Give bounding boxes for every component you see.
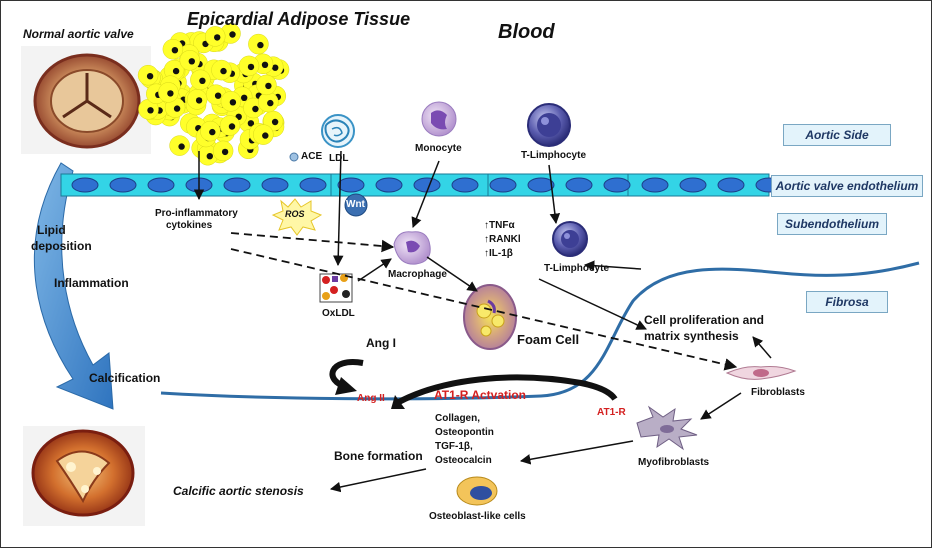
- oxldl-cluster: [319, 273, 353, 303]
- adipose-tissue-cluster: [137, 23, 290, 166]
- adipocyte: [253, 124, 274, 145]
- fibrosa-box: Fibrosa: [806, 291, 888, 313]
- cytokines-label: cytokines: [166, 220, 213, 231]
- ldl-particle: [321, 114, 355, 148]
- adipocyte: [212, 140, 234, 162]
- ang1-label: Ang I: [366, 336, 396, 350]
- fibrosa-boundary: [160, 261, 920, 401]
- t-lymph-top-label: T-Limphocyte: [521, 150, 587, 161]
- adipocyte: [190, 69, 211, 91]
- t-lymphocyte-tissue: [552, 221, 588, 257]
- calcific-stenosis-label: Calcific aortic stenosis: [173, 484, 304, 498]
- adipocyte: [169, 135, 190, 156]
- adipocyte: [138, 99, 159, 120]
- macrophage-label: Macrophage: [388, 269, 447, 280]
- monocyte-cell: [421, 101, 457, 137]
- eat-title: Epicardial Adipose Tissue: [187, 9, 411, 29]
- calcific-valve-image: [23, 426, 145, 526]
- subendothelium-box: Subendothelium: [777, 213, 887, 235]
- endothelium-box: Aortic valve endothelium: [771, 175, 923, 197]
- ros-burst: [271, 198, 323, 236]
- adipocyte: [211, 59, 232, 81]
- deposition-label: deposition: [31, 239, 92, 253]
- oxldl-label: OxLDL: [322, 308, 355, 319]
- normal-valve-image: [21, 46, 151, 154]
- progression-arrow: [33, 162, 114, 410]
- osteocalcin-label: Osteocalcin: [435, 455, 492, 466]
- adipocyte: [158, 82, 179, 103]
- endothelial-cell: [489, 177, 517, 193]
- wnt-label: Wnt: [346, 199, 365, 210]
- adipocyte: [256, 74, 277, 96]
- adipocyte: [162, 38, 184, 60]
- inflammation-label: Inflammation: [54, 276, 129, 290]
- ace-label: ACE: [301, 151, 323, 162]
- osteopontin-label: Osteopontin: [435, 427, 494, 438]
- adipocyte: [200, 120, 221, 142]
- osteoblast-cell: [456, 476, 498, 506]
- lipid-label: Lipid: [37, 223, 66, 237]
- blood-label: Blood: [498, 21, 555, 43]
- adipocyte: [186, 89, 208, 110]
- adipocyte: [204, 26, 226, 47]
- adipocyte: [258, 91, 279, 113]
- endothelial-cell: [641, 177, 669, 193]
- osteoblast-label: Osteoblast-like cells: [429, 511, 526, 522]
- collagen-label: Collagen,: [435, 413, 481, 424]
- il1b-label: ↑IL-1β: [484, 248, 513, 259]
- proinflammatory-label: Pro-inflammatory: [155, 208, 238, 219]
- endothelial-cell: [451, 177, 479, 193]
- t-lymphocyte-blood: [527, 103, 571, 147]
- monocyte-label: Monocyte: [415, 143, 462, 154]
- calcification-label: Calcification: [89, 371, 161, 385]
- macrophage-cell: [393, 231, 431, 265]
- fibroblasts-label: Fibroblasts: [751, 387, 805, 398]
- endothelial-cell: [337, 177, 365, 193]
- adipocyte: [179, 50, 201, 71]
- adipocyte: [238, 55, 260, 77]
- ros-label: ROS: [285, 209, 305, 219]
- endothelial-cell: [565, 177, 593, 193]
- fibroblast-cell: [725, 366, 797, 380]
- foam-cell-label: Foam Cell: [517, 332, 580, 347]
- ldl-label: LDL: [329, 153, 349, 164]
- adipocyte: [220, 23, 241, 44]
- wnt-molecule: [344, 193, 368, 217]
- endothelial-cell: [147, 177, 175, 193]
- foam-cell: [463, 284, 517, 350]
- endothelium-band: [60, 173, 783, 197]
- endothelial-cell: [527, 177, 555, 193]
- ang2-label: Ang II: [357, 393, 385, 404]
- adipocyte: [219, 115, 241, 136]
- adipocyte: [220, 91, 242, 112]
- endothelial-cell: [717, 177, 745, 193]
- bone-formation-label: Bone formation: [334, 449, 423, 463]
- endothelial-cell: [223, 177, 251, 193]
- endothelial-cell: [71, 177, 99, 193]
- at1r-arc: [395, 374, 618, 406]
- tnf-label: ↑TNFα: [484, 220, 515, 231]
- ace-molecule: [289, 152, 299, 162]
- at1r-label: AT1-R: [597, 407, 626, 418]
- endothelial-cell: [109, 177, 137, 193]
- cell-prolif-label-2: matrix synthesis: [644, 329, 739, 343]
- cell-prolif-label-1: Cell proliferation and: [644, 313, 765, 327]
- myofibroblasts-label: Myofibroblasts: [638, 457, 710, 468]
- at1r-activation-label: AT1-R Actvation: [434, 388, 527, 402]
- tgf-label: TGF-1β,: [435, 441, 473, 452]
- rankl-label: ↑RANKl: [484, 234, 521, 245]
- adipocyte: [248, 33, 269, 55]
- endothelial-cell: [375, 177, 403, 193]
- adipocyte: [137, 64, 159, 86]
- endothelial-cell: [299, 177, 327, 193]
- myofibroblast-cell: [636, 405, 698, 451]
- aortic-side-box: Aortic Side: [783, 124, 891, 146]
- endothelial-cell: [679, 177, 707, 193]
- normal-valve-label: Normal aortic valve: [23, 27, 134, 41]
- endothelial-cell: [603, 177, 631, 193]
- t-lymph-low-label: T-Limphocyte: [544, 263, 610, 274]
- endothelial-cell: [261, 177, 289, 193]
